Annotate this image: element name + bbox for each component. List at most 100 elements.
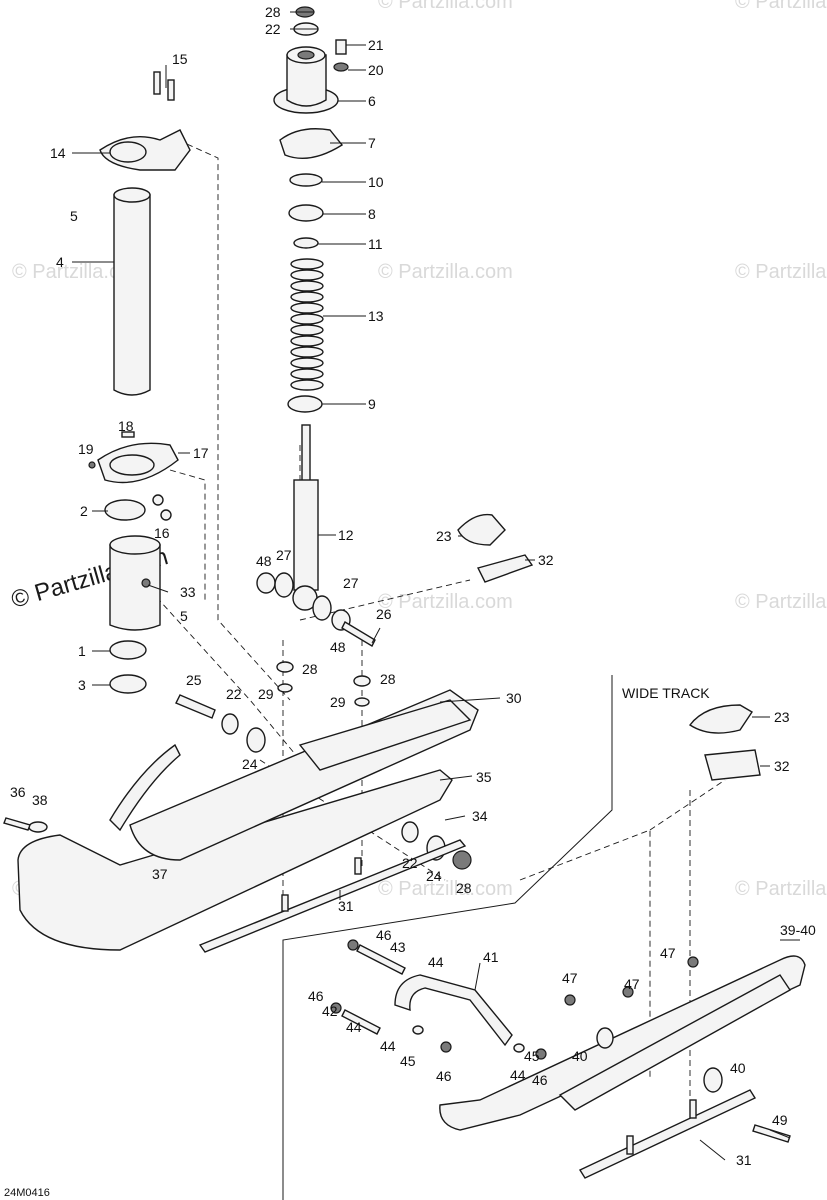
- callout-33: 33: [180, 584, 196, 600]
- callout-28: 28: [265, 4, 281, 20]
- callout-19: 19: [78, 441, 94, 457]
- callout-5: 5: [180, 608, 188, 624]
- callout-44: 44: [510, 1067, 526, 1083]
- callout-4: 4: [56, 254, 64, 270]
- steering-column: [99, 71, 191, 396]
- callout-46: 46: [436, 1068, 452, 1084]
- watermark: © Partzilla.com: [12, 261, 147, 283]
- shock-absorber: [292, 424, 319, 611]
- watermark: © Partzilla.com: [378, 591, 513, 613]
- callout-41: 41: [483, 949, 499, 965]
- callout-32: 32: [774, 758, 790, 774]
- watermark: © Partzilla.com: [378, 0, 513, 13]
- callout-26: 26: [376, 606, 392, 622]
- callout-47: 47: [562, 970, 578, 986]
- callout-31: 31: [736, 1152, 752, 1168]
- callout-48: 48: [330, 639, 346, 655]
- callout-43: 43: [390, 939, 406, 955]
- wide-track-bumper: [457, 513, 761, 781]
- callout-49: 49: [772, 1112, 788, 1128]
- callouts: 28 22 21 20 6 7 10 8 11 13 9 12 15 14 5 …: [10, 4, 816, 1168]
- watermark: © Partzilla.com: [378, 261, 513, 283]
- callout-23: 23: [774, 709, 790, 725]
- lower-bracket: [88, 431, 179, 521]
- callout-35: 35: [476, 769, 492, 785]
- callout-8: 8: [368, 206, 376, 222]
- ski-bolt-assembly: [175, 694, 472, 870]
- ski-handle-wide: [330, 939, 547, 1060]
- callout-28: 28: [302, 661, 318, 677]
- callout-24: 24: [426, 868, 442, 884]
- callout-20: 20: [368, 62, 384, 78]
- callout-6: 6: [368, 93, 376, 109]
- shock-mount-hardware: [256, 572, 376, 707]
- callout-9: 9: [368, 396, 376, 412]
- callout-27: 27: [343, 575, 359, 591]
- callout-22: 22: [226, 686, 242, 702]
- callout-21: 21: [368, 37, 384, 53]
- callout-11: 11: [368, 236, 383, 252]
- callout-29: 29: [330, 694, 346, 710]
- callout-1: 1: [78, 643, 86, 659]
- bushing-sleeve: [109, 535, 161, 694]
- drawing-code: 24M0416: [4, 1187, 50, 1199]
- callout-3: 3: [78, 677, 86, 693]
- callout-12: 12: [338, 527, 354, 543]
- spring-retainer-clip: [279, 128, 344, 249]
- shock-spring: [287, 258, 324, 413]
- ski-wide-track: [439, 955, 806, 1179]
- watermark: © Partzilla.com: [735, 0, 827, 13]
- callout-37: 37: [152, 866, 168, 882]
- callout-29: 29: [258, 686, 274, 702]
- leader-lines: [72, 11, 800, 1161]
- callout-47: 47: [660, 945, 676, 961]
- callout-38: 38: [32, 792, 48, 808]
- callout-13: 13: [368, 308, 384, 324]
- callout-46: 46: [376, 927, 392, 943]
- shock-top-cap: [273, 6, 349, 114]
- callout-42: 42: [322, 1003, 338, 1019]
- callout-32: 32: [538, 552, 554, 568]
- callout-46: 46: [308, 988, 324, 1004]
- callout-31: 31: [338, 898, 354, 914]
- callout-48: 48: [256, 553, 272, 569]
- callout-36: 36: [10, 784, 26, 800]
- wide-track-title: WIDE TRACK: [622, 685, 710, 701]
- callout-2: 2: [80, 503, 88, 519]
- callout-15: 15: [172, 51, 188, 67]
- watermark: © Partzilla.com: [378, 878, 513, 900]
- callout-23: 23: [436, 528, 452, 544]
- callout-16: 16: [154, 525, 170, 541]
- callout-45: 45: [400, 1053, 416, 1069]
- callout-45: 45: [524, 1048, 540, 1064]
- wide-track-frame: [282, 675, 613, 1200]
- callout-28: 28: [380, 671, 396, 687]
- callout-46: 46: [532, 1072, 548, 1088]
- callout-44: 44: [428, 954, 444, 970]
- callout-44: 44: [380, 1038, 396, 1054]
- callout-18: 18: [118, 418, 134, 434]
- callout-34: 34: [472, 808, 488, 824]
- callout-27: 27: [276, 547, 292, 563]
- callout-44: 44: [346, 1019, 362, 1035]
- callout-24: 24: [242, 756, 258, 772]
- callout-47: 47: [624, 976, 640, 992]
- callout-14: 14: [50, 145, 66, 161]
- ski-standard: [3, 689, 479, 953]
- callout-30: 30: [506, 690, 522, 706]
- callout-28: 28: [456, 880, 472, 896]
- callout-7: 7: [368, 135, 376, 151]
- callout-39-40: 39-40: [780, 922, 816, 938]
- callout-17: 17: [193, 445, 209, 461]
- callout-40: 40: [730, 1060, 746, 1076]
- callout-22: 22: [402, 855, 418, 871]
- watermark: © Partzilla.com: [735, 261, 827, 283]
- watermark: © Partzilla.com: [735, 878, 827, 900]
- callout-25: 25: [186, 672, 202, 688]
- callout-22: 22: [265, 21, 281, 37]
- callout-10: 10: [368, 174, 384, 190]
- watermark: © Partzilla.com: [735, 591, 827, 613]
- callout-40: 40: [572, 1048, 588, 1064]
- callout-5: 5: [70, 208, 78, 224]
